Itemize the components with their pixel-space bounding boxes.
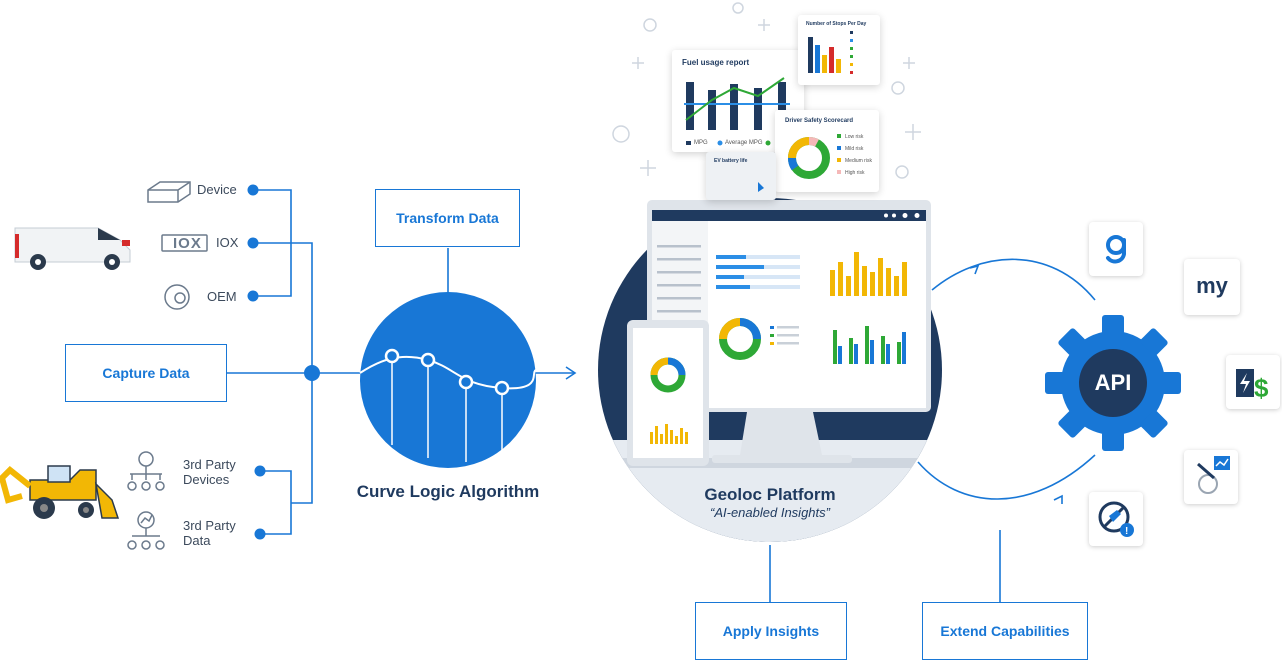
safety-legend-medium: Medium risk bbox=[845, 158, 872, 164]
van-icon bbox=[14, 227, 131, 270]
fuel-report-chart bbox=[684, 77, 790, 146]
g-icon bbox=[1106, 235, 1126, 264]
tablet bbox=[627, 320, 709, 466]
extend-capabilities-box: Extend Capabilities bbox=[922, 602, 1088, 660]
no-plug-alert-icon: ! bbox=[1098, 501, 1134, 537]
monitor bbox=[647, 200, 931, 463]
oem-engine-icon bbox=[164, 284, 190, 310]
stops-card: Number of Stops Per Day bbox=[798, 15, 880, 85]
platform-tagline: “AI-enabled Insights” bbox=[710, 505, 830, 520]
api-label: API bbox=[1094, 370, 1132, 395]
source-3rd-party-devices-label: 3rd Party Devices bbox=[183, 457, 236, 487]
safety-donut bbox=[788, 134, 841, 179]
source-device-label: Device bbox=[197, 182, 237, 197]
decorations bbox=[612, 2, 921, 179]
tile-no-plug: ! bbox=[1089, 492, 1143, 546]
platform-name: Geoloc Platform bbox=[704, 485, 836, 504]
iox-icon bbox=[161, 234, 208, 252]
safety-legend-mild: Mild risk bbox=[845, 146, 864, 152]
stops-title: Number of Stops Per Day bbox=[806, 21, 867, 27]
algorithm-label: Curve Logic Algorithm bbox=[356, 482, 540, 501]
capture-data-box: Capture Data bbox=[65, 344, 227, 402]
tile-g-app bbox=[1089, 222, 1143, 276]
my-label: my bbox=[1196, 273, 1228, 298]
fuel-legend-mpg: MPG bbox=[694, 140, 708, 146]
tile-my: my bbox=[1184, 259, 1240, 315]
ev-card: EV battery life bbox=[706, 152, 776, 200]
safety-legend-low: Low risk bbox=[845, 134, 864, 140]
apply-insights-box: Apply Insights bbox=[695, 602, 847, 660]
ev-charging-dollar-icon: $ bbox=[1236, 369, 1269, 403]
tile-integration bbox=[1184, 450, 1238, 504]
ev-title: EV battery life bbox=[714, 158, 748, 164]
transform-data-box: Transform Data bbox=[375, 189, 520, 247]
safety-title: Driver Safety Scorecard bbox=[785, 118, 854, 124]
safety-legend-high: High risk bbox=[845, 170, 865, 176]
device-icon bbox=[147, 181, 191, 203]
fuel-report-title: Fuel usage report bbox=[682, 58, 750, 67]
source-oem-label: OEM bbox=[207, 289, 237, 304]
source-iox-label: IOX bbox=[216, 235, 239, 250]
integration-icon bbox=[1197, 456, 1230, 494]
backhoe-icon bbox=[0, 465, 120, 519]
data-chart-icon bbox=[127, 511, 165, 550]
api-gear bbox=[1045, 315, 1181, 451]
fuel-legend-avg: Average MPG bbox=[725, 140, 763, 146]
org-chart-icon bbox=[127, 451, 165, 491]
svg-text:$: $ bbox=[1254, 373, 1269, 403]
map-pin-icon bbox=[758, 182, 764, 192]
svg-text:!: ! bbox=[1125, 526, 1128, 537]
svg-text:IOX: IOX bbox=[173, 235, 202, 252]
algorithm-circle bbox=[359, 292, 537, 468]
source-3rd-party-data-label: 3rd Party Data bbox=[183, 518, 236, 548]
tile-ev-charging: $ bbox=[1226, 355, 1280, 409]
safety-card: Driver Safety Scorecard Low risk Mild ri… bbox=[775, 110, 879, 192]
stops-chart bbox=[808, 31, 853, 74]
